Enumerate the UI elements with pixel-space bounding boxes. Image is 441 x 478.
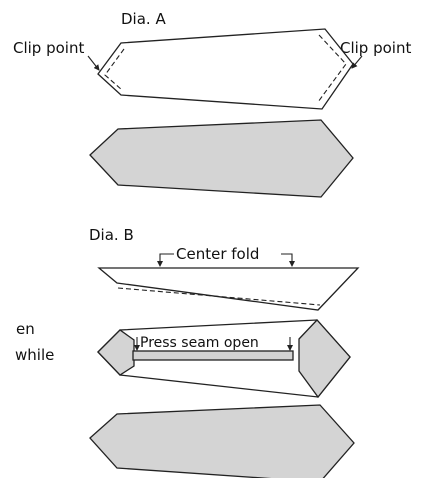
- side-text-line-2: while: [15, 346, 54, 364]
- fold-seam-line: [117, 287, 321, 306]
- dia-b-label: Dia. B: [89, 226, 134, 244]
- clip-point-left-label: Clip point: [13, 39, 84, 57]
- tie-piece-clipped: [97, 28, 354, 110]
- center-fold-bracket-right: [281, 253, 295, 267]
- tie-opened-left-wing: [97, 329, 135, 376]
- press-seam-open-label: Press seam open: [140, 335, 259, 351]
- side-text-line-1: en: [16, 320, 35, 338]
- clip-point-right-arrow: [351, 55, 363, 69]
- center-fold-label: Center fold: [176, 245, 259, 263]
- clip-point-right-label: Clip point: [340, 39, 411, 57]
- folded-strip: [97, 267, 360, 311]
- pressed-seam-band: [132, 350, 294, 361]
- tie-opened-right-wing: [298, 319, 351, 399]
- clip-point-left-arrow: [87, 55, 100, 71]
- dia-a-label: Dia. A: [121, 10, 166, 28]
- tie-piece-shaded-b: [89, 404, 355, 478]
- center-fold-bracket-left: [157, 253, 174, 267]
- clip-seam-left: [104, 48, 125, 91]
- tie-piece-shaded-a: [89, 119, 354, 198]
